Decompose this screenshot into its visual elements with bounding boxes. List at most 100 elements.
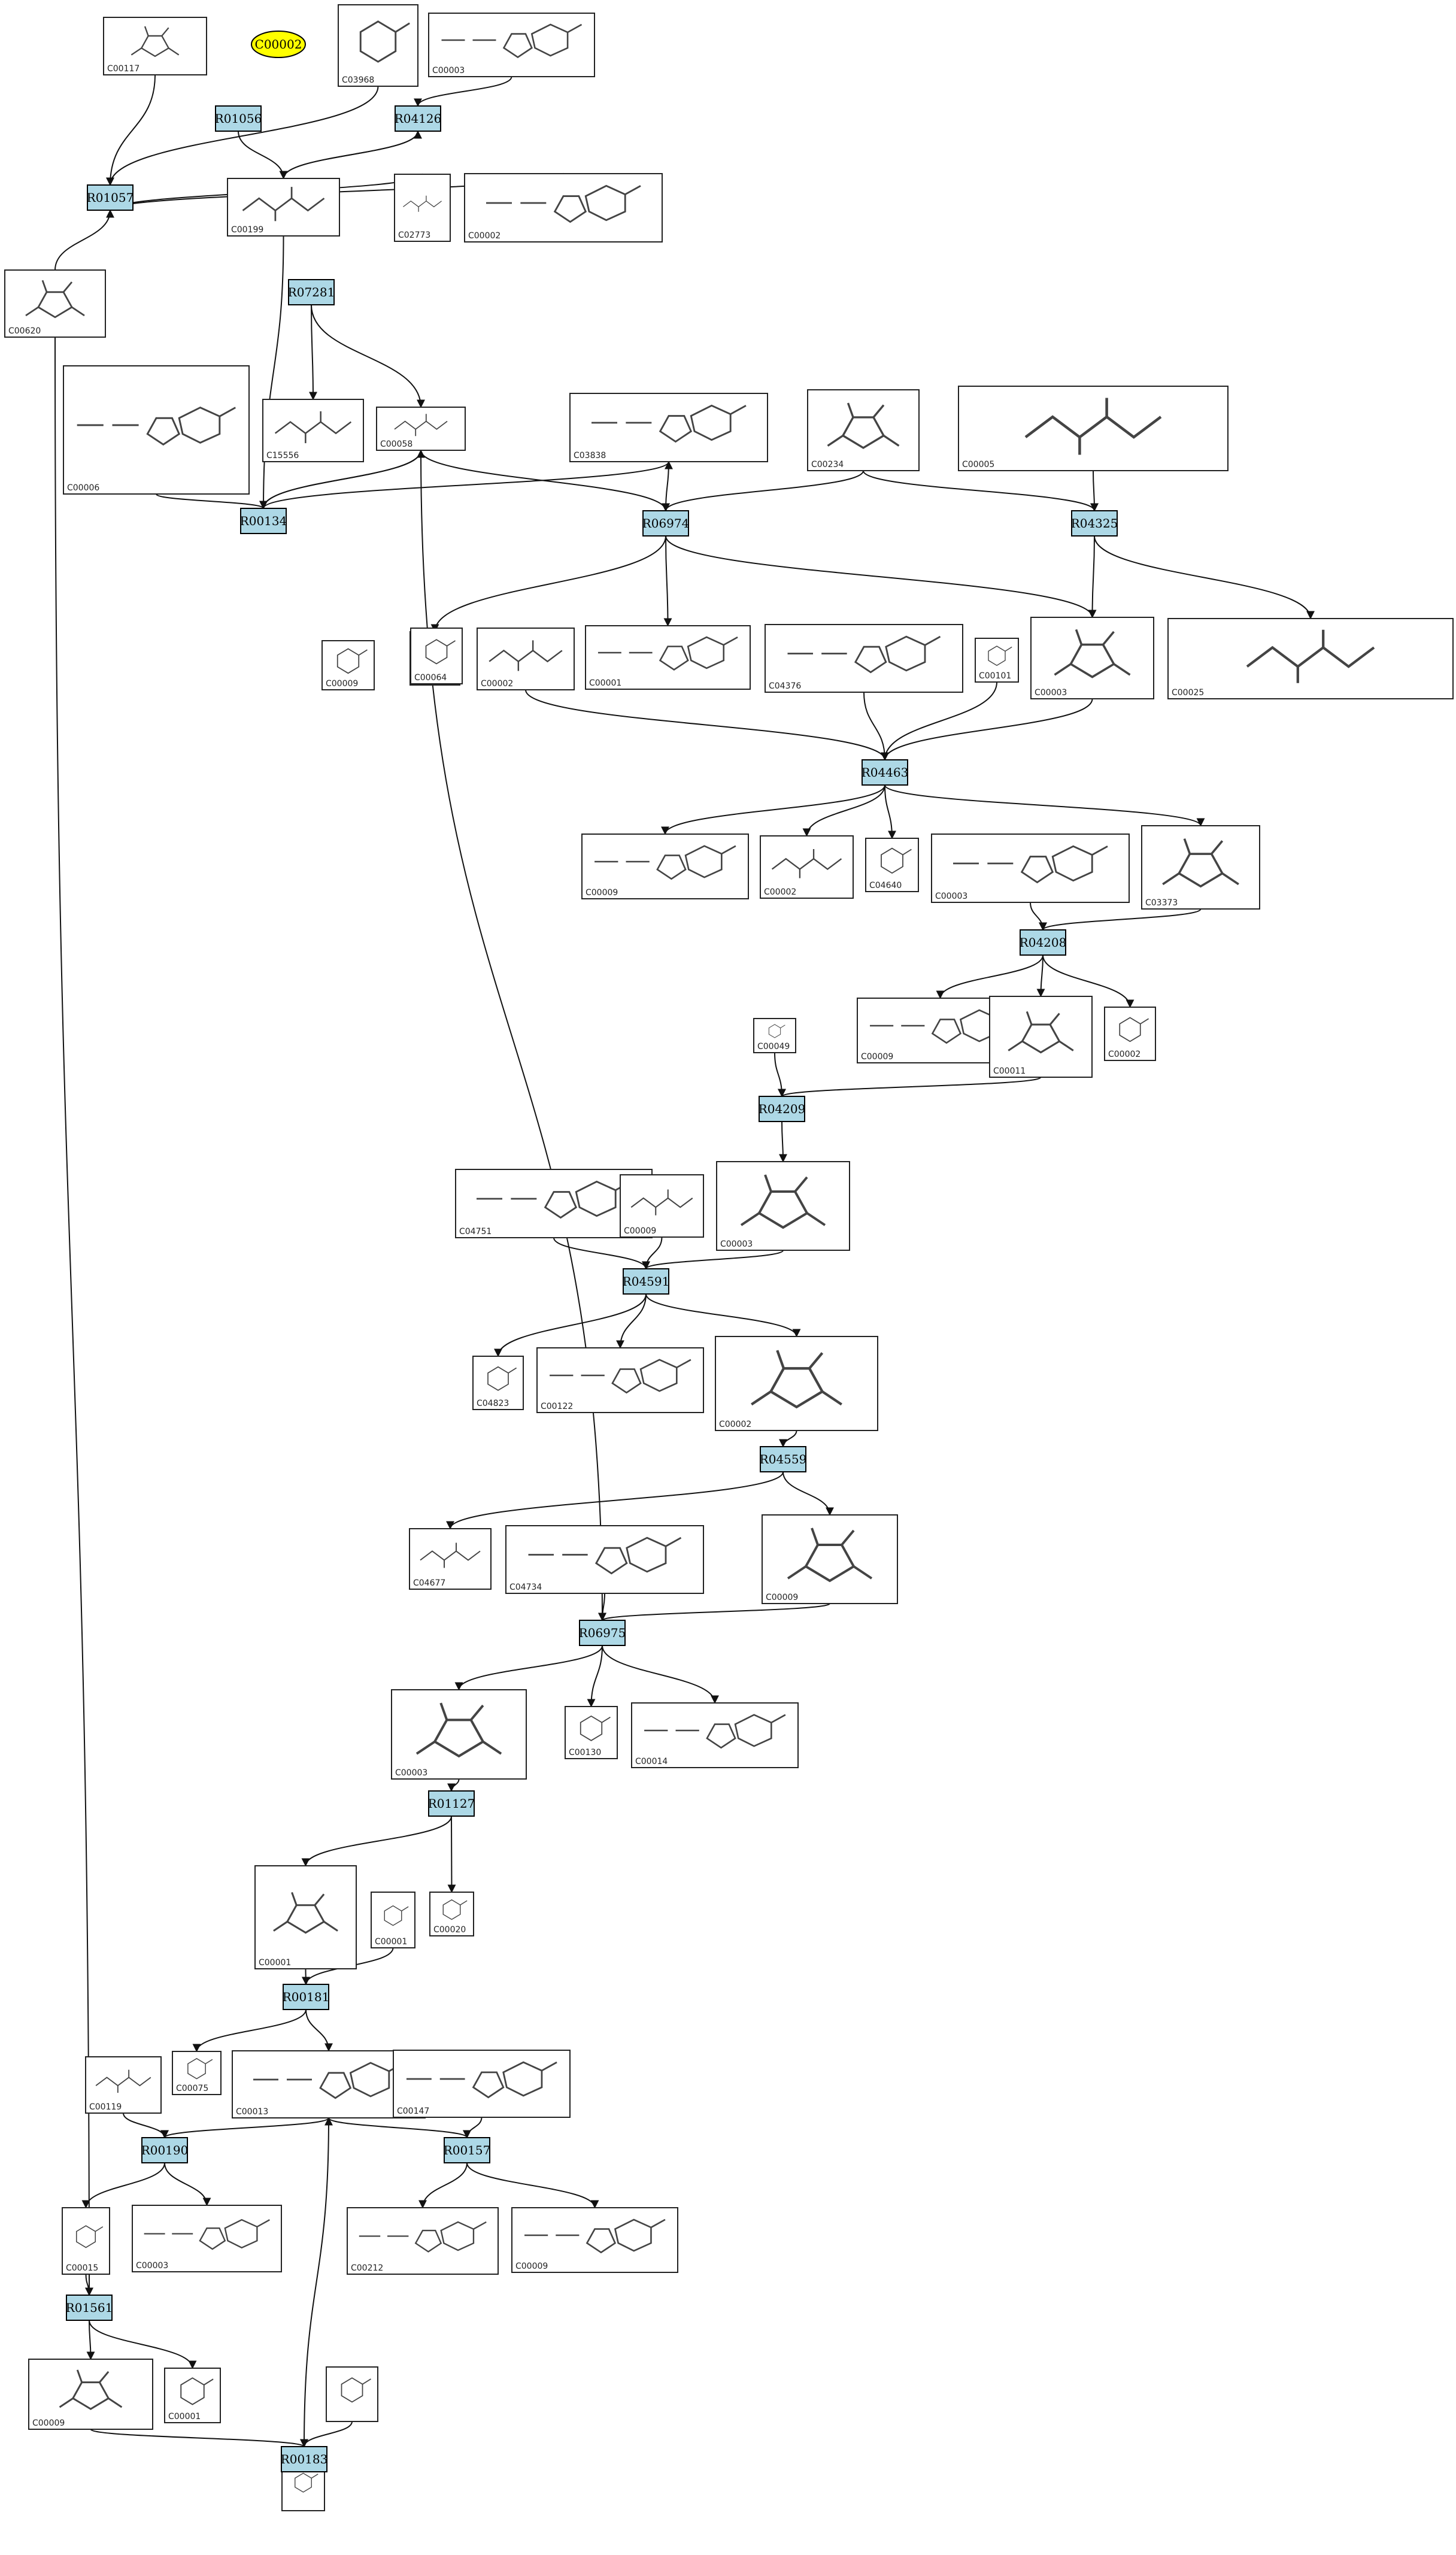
compound-node[interactable]: C00119 — [85, 2056, 162, 2114]
compound-node[interactable]: C00001 — [371, 1892, 415, 1948]
compound-id: C00199 — [231, 225, 263, 235]
compound-node[interactable]: C00009 — [28, 2359, 153, 2430]
compound-node[interactable]: C00011 — [989, 996, 1093, 1078]
compound-node[interactable]: C00003 — [1030, 617, 1154, 699]
reaction-node[interactable]: R01057 — [87, 184, 134, 211]
reaction-node[interactable]: R07281 — [288, 279, 335, 305]
compound-node[interactable]: C00234 — [807, 389, 920, 471]
compound-node[interactable]: C00064 — [410, 628, 463, 684]
compound-node[interactable]: C00002 — [477, 628, 575, 690]
compound-node[interactable]: C00009 — [620, 1174, 704, 1238]
compound-node[interactable]: C04677 — [409, 1528, 492, 1590]
reaction-node[interactable]: R04209 — [759, 1096, 806, 1122]
reaction-node[interactable]: R04208 — [1020, 929, 1067, 956]
compound-node[interactable]: C04640 — [865, 838, 919, 892]
compound-node[interactable]: C00620 — [4, 269, 106, 338]
compound-node[interactable]: C00002 — [464, 173, 663, 243]
reaction-node[interactable]: R04463 — [862, 759, 909, 786]
reaction-node[interactable]: R01127 — [428, 1790, 475, 1817]
edge-arrow — [1042, 954, 1135, 1008]
edge-arrow — [782, 1471, 834, 1516]
reaction-node[interactable]: R06974 — [642, 510, 690, 537]
compound-box — [391, 1689, 527, 1780]
compound-node[interactable]: C00006 — [63, 365, 250, 495]
compound-node[interactable]: C00005 — [958, 386, 1228, 471]
compound-id: C00015 — [66, 2263, 98, 2273]
compound-node[interactable]: C02773 — [394, 174, 451, 242]
reaction-node[interactable]: R00134 — [240, 508, 287, 534]
reaction-node[interactable]: R04559 — [760, 1446, 807, 1472]
compound-node[interactable]: C00002 — [715, 1336, 878, 1431]
compound-node[interactable]: C00001 — [164, 2368, 221, 2423]
compound-id: C00009 — [32, 2418, 65, 2428]
compound-id: C00058 — [380, 440, 412, 449]
compound-box — [1167, 618, 1454, 699]
compound-node[interactable]: C04823 — [472, 1356, 524, 1410]
reaction-node[interactable]: R06975 — [579, 1620, 626, 1646]
reaction-node[interactable]: R01561 — [66, 2295, 113, 2321]
compound-node[interactable]: C00049 — [753, 1018, 796, 1053]
reaction-node[interactable]: R00157 — [444, 2137, 491, 2163]
compound-node[interactable]: C00147 — [393, 2050, 571, 2118]
compound-node[interactable]: C00003 — [391, 1689, 527, 1780]
reaction-id: R01056 — [215, 111, 262, 126]
compound-node[interactable]: C00020 — [429, 1892, 474, 1936]
compound-node[interactable]: C03373 — [1141, 825, 1260, 910]
compound-node[interactable]: C00075 — [172, 2051, 222, 2095]
compound-node[interactable]: C00101 — [975, 638, 1019, 683]
compound-node[interactable]: C00001 — [254, 1865, 357, 1969]
edge-arrow — [863, 470, 1099, 512]
compound-node[interactable]: C00001 — [585, 625, 751, 690]
edge-arrow — [602, 1645, 719, 1704]
compound-node[interactable]: C00009 — [762, 1514, 898, 1604]
compound-node[interactable]: C00003 — [716, 1161, 850, 1251]
compound-box — [1030, 617, 1154, 699]
compound-node[interactable]: C15556 — [262, 399, 364, 462]
compound-node[interactable]: C00122 — [536, 1347, 704, 1413]
edge-arrow — [446, 1471, 784, 1530]
start-node-label: C00002 — [255, 37, 302, 51]
compound-node[interactable]: C03968 — [338, 4, 418, 87]
reaction-node[interactable]: R00190 — [141, 2137, 189, 2163]
reaction-node[interactable]: R04325 — [1071, 510, 1118, 537]
compound-node[interactable]: C00212 — [347, 2207, 499, 2275]
compound-node[interactable]: C00002 — [1104, 1007, 1156, 1061]
compound-node[interactable]: C00003 — [132, 2205, 282, 2272]
compound-node[interactable]: C00117 — [103, 17, 207, 75]
compound-id: C00002 — [468, 231, 500, 241]
compound-id: C00003 — [935, 892, 967, 901]
reaction-node[interactable]: R01056 — [215, 105, 262, 132]
edge-arrow — [936, 954, 1044, 999]
compound-node[interactable]: C03838 — [569, 393, 768, 462]
compound-node[interactable]: C00003 — [428, 13, 595, 77]
reaction-node[interactable]: R04126 — [395, 105, 442, 132]
reaction-node[interactable]: R00181 — [283, 1984, 330, 2010]
compound-node[interactable]: C00058 — [376, 407, 466, 451]
compound-node[interactable]: C04376 — [765, 624, 963, 693]
compound-node[interactable]: C04751 — [455, 1169, 653, 1238]
compound-box — [338, 4, 418, 87]
compound-node[interactable]: C00009 — [321, 640, 375, 690]
compound-box — [1104, 1007, 1156, 1061]
compound-node[interactable]: C00003 — [931, 834, 1130, 903]
compound-node[interactable]: C04734 — [505, 1525, 704, 1594]
compound-node[interactable]: C00009 — [511, 2207, 678, 2273]
reaction-box — [281, 2446, 327, 2472]
compound-node[interactable] — [326, 2366, 378, 2422]
edge-arrow — [420, 450, 606, 1621]
compound-node[interactable]: C00130 — [565, 1706, 618, 1759]
reaction-box — [1020, 929, 1066, 956]
reaction-node[interactable]: R04591 — [623, 1268, 670, 1295]
edge-arrow — [466, 2162, 599, 2209]
compound-node[interactable]: C00025 — [1167, 618, 1454, 699]
compound-id: C00049 — [757, 1042, 790, 1051]
edge-arrow — [305, 2009, 333, 2052]
compound-node[interactable]: C00014 — [631, 1702, 799, 1768]
compound-node[interactable]: C00002 — [760, 835, 854, 899]
compound-id: C00009 — [624, 1226, 656, 1236]
compound-node[interactable]: C00199 — [227, 178, 340, 237]
compound-node[interactable]: C00015 — [62, 2207, 110, 2275]
reaction-node[interactable]: R00183 — [281, 2446, 328, 2472]
compound-node[interactable]: C00009 — [581, 834, 749, 899]
